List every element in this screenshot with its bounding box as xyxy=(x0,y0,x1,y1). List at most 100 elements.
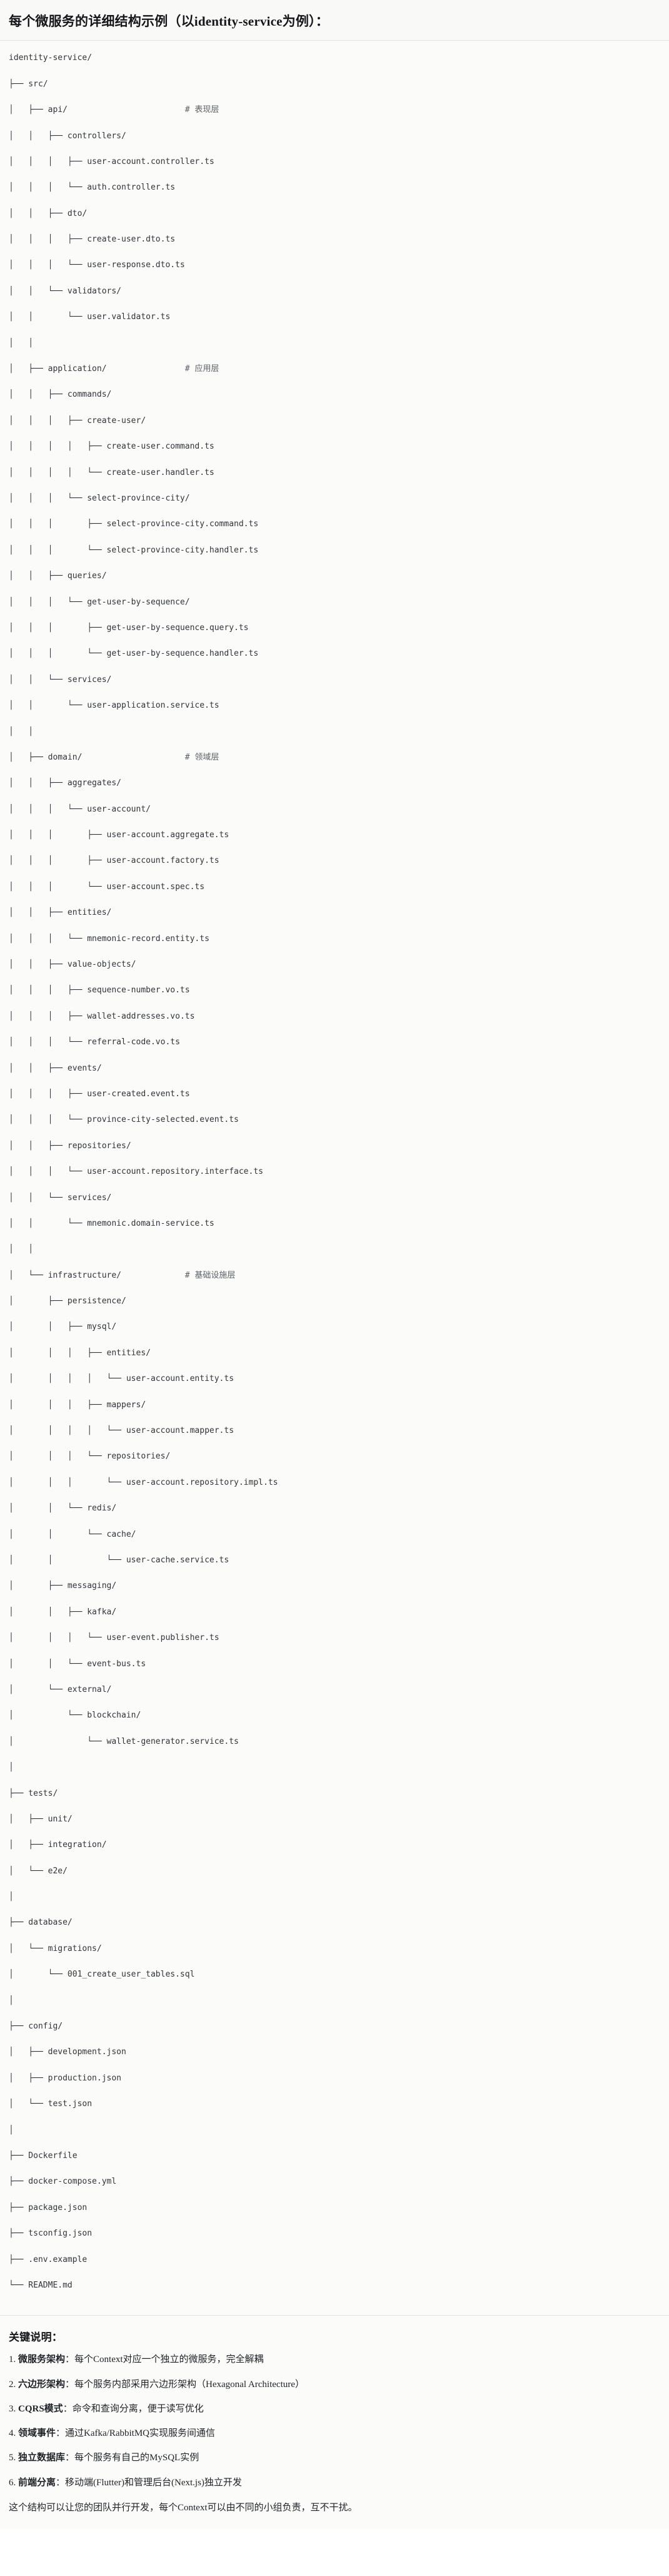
tree-line: │ ├── development.json xyxy=(9,2046,660,2059)
tree-line-path: │ │ ├── mysql/ xyxy=(9,1322,117,1332)
tree-line: │ │ ├── value-objects/ xyxy=(9,959,660,972)
tree-line-path: │ │ xyxy=(9,1245,34,1255)
tree-line: │ │ │ ├── user-account.aggregate.ts xyxy=(9,829,660,842)
tree-line-path: │ │ └── redis/ xyxy=(9,1504,117,1514)
tree-line: │ │ │ │ └── user-account.entity.ts xyxy=(9,1373,660,1386)
key-note-separator: ： xyxy=(65,2355,75,2365)
tree-line-path: ├── Dockerfile xyxy=(9,2151,78,2161)
tree-line-comment: # 表现层 xyxy=(184,105,219,115)
tree-line-path: ├── package.json xyxy=(9,2202,88,2212)
tree-line: │ │ │ └── mnemonic-record.entity.ts xyxy=(9,933,660,946)
tree-line: ├── src/ xyxy=(9,78,660,91)
tree-line: │ └── e2e/ xyxy=(9,1865,660,1878)
tree-line-path: │ │ │ ├── user-created.event.ts xyxy=(9,1089,190,1099)
tree-line-path: │ │ └── mnemonic.domain-service.ts xyxy=(9,1218,214,1228)
tree-line-path: │ │ │ ├── user-account.controller.ts xyxy=(9,156,214,166)
tree-line-path: └── README.md xyxy=(9,2280,73,2290)
tree-line-path: │ │ │ └── repositories/ xyxy=(9,1452,171,1462)
tree-line: │ ├── persistence/ xyxy=(9,1295,660,1308)
key-note-separator: ： xyxy=(65,2453,75,2463)
tree-line: │ │ └── user-application.service.ts xyxy=(9,700,660,713)
tree-line: │ │ └── user-cache.service.ts xyxy=(9,1554,660,1567)
tree-line: │ ├── integration/ xyxy=(9,1839,660,1852)
tree-line-path: │ │ │ └── user-response.dto.ts xyxy=(9,260,185,270)
key-note-description: 每个服务有自己的MySQL实例 xyxy=(74,2453,199,2463)
tree-line: │ ├── application/ # 应用层 xyxy=(9,363,660,376)
tree-line: │ │ │ └── repositories/ xyxy=(9,1450,660,1464)
tree-line: └── README.md xyxy=(9,2279,660,2293)
tree-line: │ │ xyxy=(9,1243,660,1256)
directory-tree: identity-service/ ├── src/ │ ├── api/ # … xyxy=(9,52,660,2305)
tree-line: │ │ │ └── user-response.dto.ts xyxy=(9,259,660,272)
tree-line-path: │ xyxy=(9,1892,14,1902)
tree-line-path: │ │ │ └── get-user-by-sequence.handler.t… xyxy=(9,649,259,659)
tree-line-path: │ │ │ └── select-province-city/ xyxy=(9,493,190,503)
tree-line: │ │ ├── queries/ xyxy=(9,570,660,583)
tree-line-path: │ │ ├── repositories/ xyxy=(9,1141,131,1151)
tree-line-path: │ │ └── services/ xyxy=(9,1193,112,1203)
document-header: 每个微服务的详细结构示例（以identity-service为例）： xyxy=(0,0,669,41)
tree-line: │ │ └── cache/ xyxy=(9,1529,660,1542)
key-note-separator: ： xyxy=(65,2379,75,2390)
tree-line: │ │ │ ├── create-user.dto.ts xyxy=(9,233,660,247)
tree-line-path: │ │ │ ├── mappers/ xyxy=(9,1400,146,1410)
tree-line: │ ├── domain/ # 领域层 xyxy=(9,751,660,765)
tree-line-path: │ xyxy=(9,1763,14,1773)
key-note-term: 微服务架构 xyxy=(18,2355,66,2365)
tree-line-path: │ │ │ ├── create-user/ xyxy=(9,415,146,425)
tree-line-path: │ │ ├── entities/ xyxy=(9,908,112,918)
key-note-term: CQRS模式 xyxy=(18,2403,63,2414)
tree-line: │ │ │ └── user-account/ xyxy=(9,803,660,817)
tree-line: │ │ │ │ └── create-user.handler.ts xyxy=(9,467,660,480)
tree-line-comment: # 领域层 xyxy=(184,752,219,762)
tree-line-path: │ │ │ └── user-account.repository.impl.t… xyxy=(9,1477,278,1487)
key-note-description: 通过Kafka/RabbitMQ实现服务间通信 xyxy=(65,2428,216,2439)
tree-line: │ │ │ ├── entities/ xyxy=(9,1347,660,1360)
closing-paragraph: 这个结构可以让您的团队并行开发，每个Context可以由不同的小组负责，互不干扰… xyxy=(9,2502,358,2513)
tree-line: ├── database/ xyxy=(9,1917,660,1930)
tree-line-path: │ xyxy=(9,1995,14,2005)
tree-line-path: │ │ │ └── user-account/ xyxy=(9,804,151,814)
directory-tree-block: identity-service/ ├── src/ │ ├── api/ # … xyxy=(0,41,669,2316)
tree-line-path: │ └── test.json xyxy=(9,2099,93,2109)
key-note-item: 独立数据库：每个服务有自己的MySQL实例 xyxy=(9,2451,660,2465)
tree-line: │ xyxy=(9,2124,660,2137)
tree-line: │ │ │ └── user-account.spec.ts xyxy=(9,881,660,894)
tree-line-path: │ │ └── user-application.service.ts xyxy=(9,701,219,711)
key-note-separator: ： xyxy=(56,2428,66,2439)
tree-line-path: ├── config/ xyxy=(9,2022,63,2032)
tree-line-path: │ │ │ ├── wallet-addresses.vo.ts xyxy=(9,1011,195,1021)
tree-line-path: │ ├── integration/ xyxy=(9,1840,107,1850)
tree-line-path: │ │ ├── aggregates/ xyxy=(9,778,122,788)
key-note-term: 独立数据库 xyxy=(18,2453,66,2463)
tree-line: │ │ xyxy=(9,337,660,350)
key-notes-list: 微服务架构：每个Context对应一个独立的微服务，完全解耦六边形架构：每个服务… xyxy=(9,2353,660,2490)
tree-line: │ │ │ ├── user-created.event.ts xyxy=(9,1088,660,1101)
tree-line: ├── .env.example xyxy=(9,2254,660,2267)
tree-line-path: │ │ └── services/ xyxy=(9,675,112,685)
tree-line-path: │ │ ├── events/ xyxy=(9,1063,102,1073)
tree-line: │ │ ├── repositories/ xyxy=(9,1140,660,1153)
tree-line: │ │ │ ├── user-account.factory.ts xyxy=(9,855,660,868)
tree-line-path: │ └── 001_create_user_tables.sql xyxy=(9,1970,195,1980)
tree-line: │ │ └── services/ xyxy=(9,674,660,687)
tree-line: │ └── 001_create_user_tables.sql xyxy=(9,1968,660,1982)
tree-line-path: │ │ ├── dto/ xyxy=(9,208,88,218)
tree-line-path: │ │ │ └── get-user-by-sequence/ xyxy=(9,597,190,607)
tree-line: │ │ └── validators/ xyxy=(9,285,660,298)
tree-line-path: │ │ │ │ └── create-user.handler.ts xyxy=(9,467,214,477)
key-note-term: 六边形架构 xyxy=(18,2379,66,2390)
tree-line: │ │ │ └── select-province-city/ xyxy=(9,492,660,506)
tree-line: │ │ │ ├── user-account.controller.ts xyxy=(9,156,660,169)
tree-line: │ ├── unit/ xyxy=(9,1813,660,1826)
tree-line: │ xyxy=(9,1761,660,1774)
tree-line-path: │ └── e2e/ xyxy=(9,1866,68,1876)
tree-line: │ │ │ ├── get-user-by-sequence.query.ts xyxy=(9,622,660,635)
tree-line: │ │ │ │ ├── create-user.command.ts xyxy=(9,440,660,454)
tree-line-path: │ ├── production.json xyxy=(9,2073,122,2083)
tree-line: ├── tests/ xyxy=(9,1788,660,1801)
tree-line-path: │ │ │ └── referral-code.vo.ts xyxy=(9,1037,180,1047)
tree-line: │ │ ├── controllers/ xyxy=(9,130,660,143)
key-note-description: 每个服务内部采用六边形架构（Hexagonal Architecture） xyxy=(74,2379,304,2390)
